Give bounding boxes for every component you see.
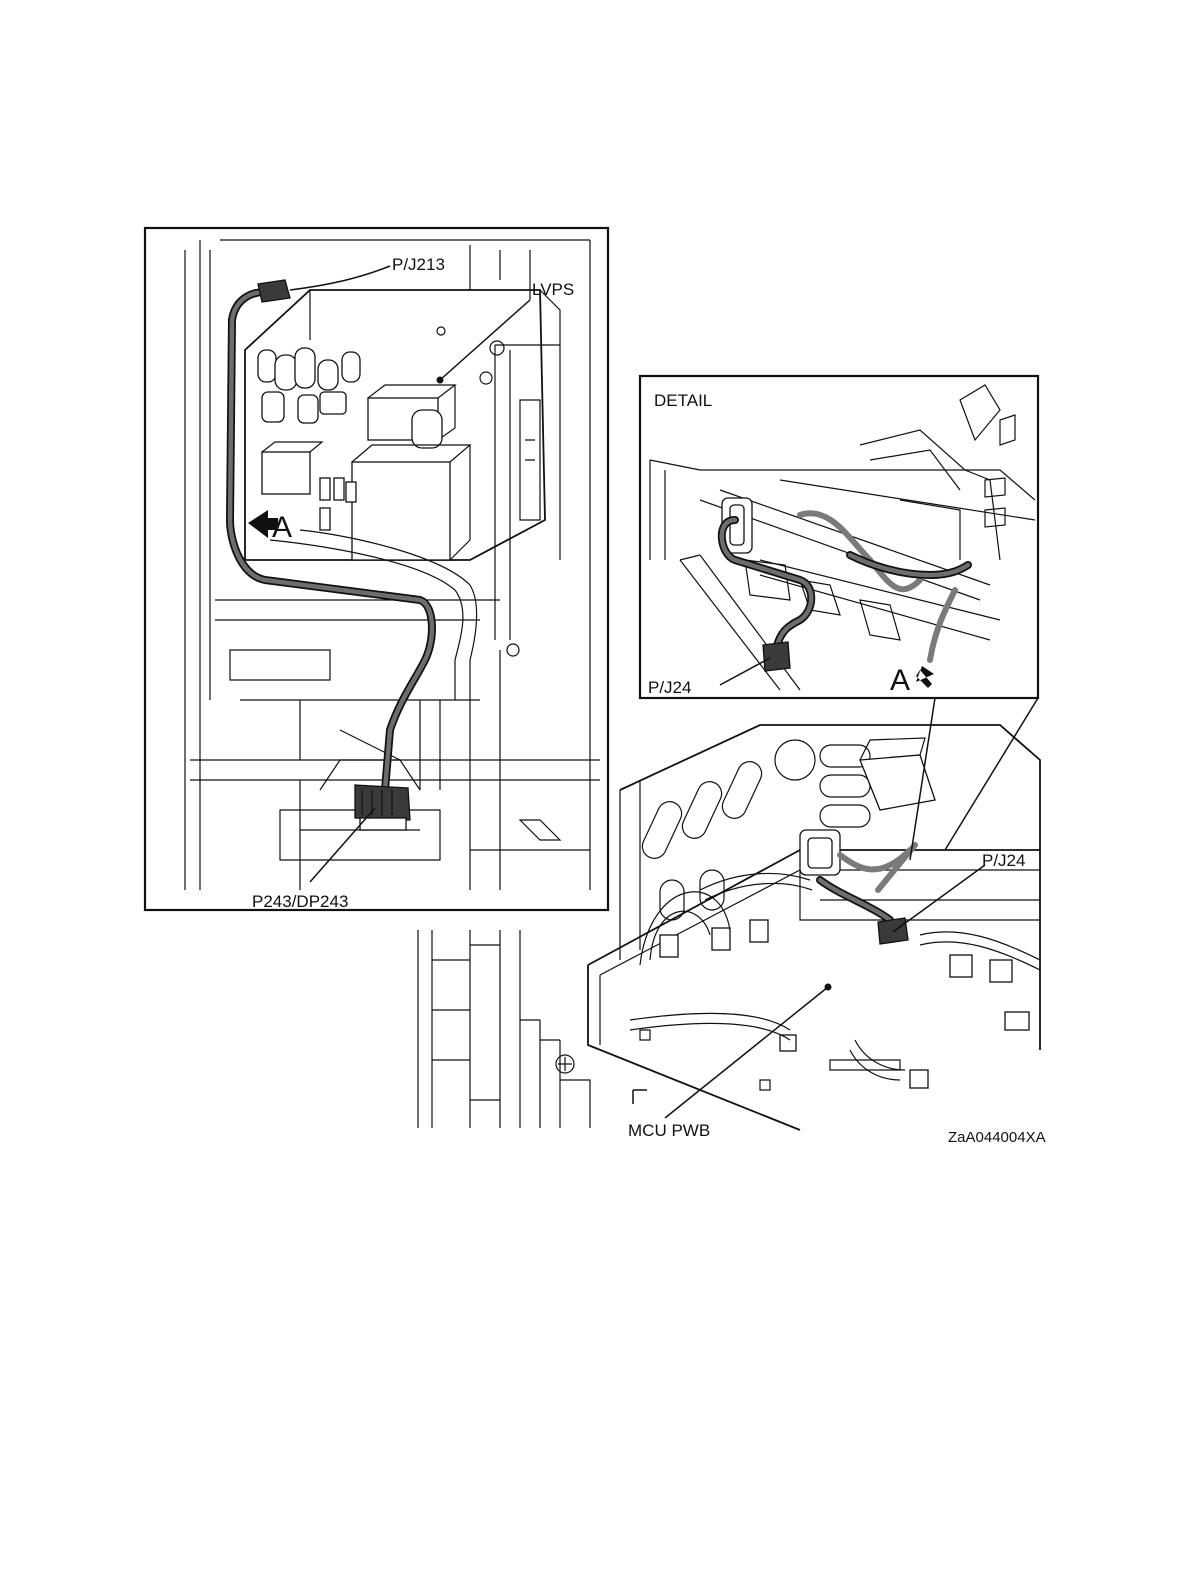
pj213-connector [258,280,290,302]
pj24-main-label: P/J24 [982,851,1025,870]
pj24-detail-label: P/J24 [648,678,691,697]
lvps-label: LVPS [532,280,574,299]
arrow-a-label: A [272,511,292,544]
arrow-a-detail-label: A [890,664,910,697]
pj213-label: P/J213 [392,255,445,274]
figure-code-label: ZaA044004XA [948,1129,1046,1146]
mcu-pwb-label: MCU PWB [628,1121,710,1140]
detail-frame [640,376,1038,698]
pj24-connector-main [878,918,908,944]
p243-label: P243/DP243 [252,892,348,911]
lvps-view [145,228,608,910]
detail-callout-lines [910,698,1038,860]
pj24-connector-detail [763,642,790,671]
detail-label: DETAIL [654,391,712,410]
